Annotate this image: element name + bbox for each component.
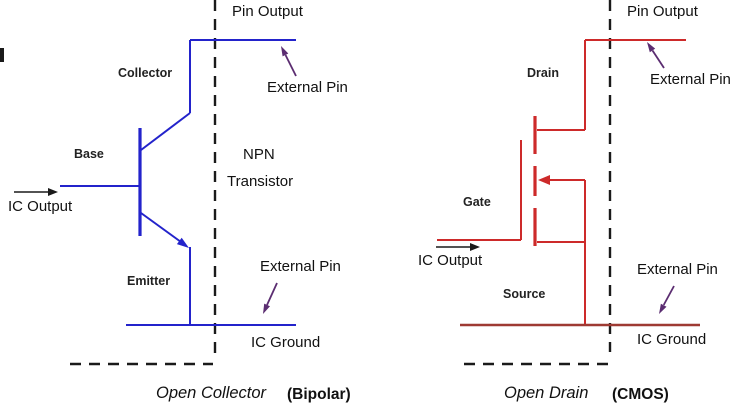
right-pin-output-label: Pin Output [627,3,698,20]
right-drain-label: Drain [527,66,559,80]
ic-output-arrow-right [436,243,480,251]
left-emitter-label: Emitter [127,274,171,288]
external-pin-arrow-right-top-head [647,42,656,53]
external-pin-arrow-left-bottom-shaft [266,282,278,306]
external-pin-arrow-right-bottom-head [659,303,667,314]
external-pin-arrow-left-top [281,46,297,77]
ic-output-arrow-left-head [48,188,58,196]
external-pin-arrow-right-bottom [659,285,675,314]
left-collector-label: Collector [118,66,173,80]
npn-transistor-circuit [60,39,296,326]
emitter-arrowhead [176,237,189,248]
external-pin-arrow-left-top-head [281,46,289,57]
ic-output-arrow-left [14,188,58,196]
left-ic-ground-label: IC Ground [251,334,321,351]
transistor-type-line2: Transistor [227,173,294,190]
left-base-label: Base [74,147,104,161]
mosfet-circuit [437,39,700,327]
right-external-pin-bottom-label: External Pin [637,261,718,278]
external-pin-arrow-right-bottom-shaft [662,285,675,306]
left-caption: Open Collector [156,384,267,402]
external-pin-arrow-right-top [647,42,665,69]
right-caption-qualifier: (CMOS) [612,386,669,403]
ic-output-arrow-right-head [470,243,480,251]
external-pin-arrow-left-bottom [263,282,278,314]
ic-boundary-right [464,0,612,366]
right-caption: Open Drain [504,384,589,402]
right-ic-ground-label: IC Ground [637,331,707,348]
right-ic-output-label: IC Output [418,252,483,269]
edge-artifact [0,48,4,62]
emitter-lead-diagonal [140,212,182,243]
left-ic-output-label: IC Output [8,198,73,215]
right-gate-label: Gate [463,195,491,209]
collector-lead-diagonal [140,112,191,151]
transistor-type-line1: NPN [243,146,275,163]
left-pin-output-label: Pin Output [232,3,303,20]
external-pin-arrow-left-top-shaft [284,54,297,77]
ic-boundary-left [70,0,217,366]
right-source-label: Source [503,287,546,301]
left-caption-qualifier: (Bipolar) [287,386,351,403]
external-pin-arrow-right-top-shaft [651,50,665,69]
left-external-pin-bottom-label: External Pin [260,258,341,275]
left-external-pin-top-label: External Pin [267,79,348,96]
body-arrowhead [538,175,550,185]
external-pin-arrow-left-bottom-head [263,303,270,314]
right-external-pin-top-label: External Pin [650,71,731,88]
